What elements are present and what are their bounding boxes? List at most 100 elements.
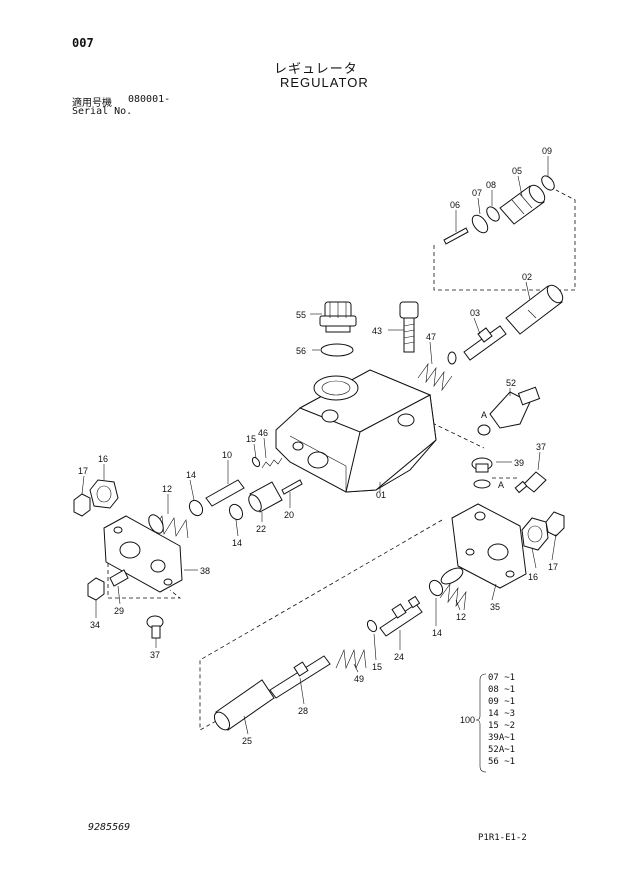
kit-item: 07 ~1 xyxy=(488,673,515,683)
kit-bracket xyxy=(475,673,487,773)
callout-22: 22 xyxy=(256,524,266,534)
callout-15-left: 15 xyxy=(246,434,256,444)
callout-labels: 09 05 08 07 06 02 03 55 43 47 56 52 A 37… xyxy=(78,146,558,746)
callout-17-left: 17 xyxy=(78,466,88,476)
ring-part-08 xyxy=(486,206,500,222)
pin-part-20 xyxy=(281,479,303,495)
callout-28: 28 xyxy=(298,706,308,716)
title-japanese: レギュレータ xyxy=(274,62,358,77)
callout-24: 24 xyxy=(394,652,404,662)
o-ring-part-14-mid xyxy=(228,503,244,521)
callout-29: 29 xyxy=(114,606,124,616)
callout-09: 09 xyxy=(542,146,552,156)
serial-label-japanese: 適用号機 xyxy=(72,98,112,109)
spool-part-24 xyxy=(379,595,423,637)
plug-part-55 xyxy=(319,301,357,333)
callout-03: 03 xyxy=(470,308,480,318)
spring-part-12-right xyxy=(439,567,467,611)
spring-part-49 xyxy=(335,648,367,670)
cap-part-17-right xyxy=(545,511,565,537)
title-english: REGULATOR xyxy=(280,75,369,90)
callout-38: 38 xyxy=(200,566,210,576)
bolt-part-37-right xyxy=(514,471,547,494)
callout-35: 35 xyxy=(490,602,500,612)
spool-part-03 xyxy=(463,325,507,361)
page-number: 007 xyxy=(72,36,94,50)
assembly-guide-lines xyxy=(107,189,576,731)
callout-14-lower: 14 xyxy=(232,538,242,548)
callout-A-upper: A xyxy=(481,410,487,420)
kit-item: 39A~1 xyxy=(488,733,515,743)
callout-25: 25 xyxy=(242,736,252,746)
piston-part-05 xyxy=(499,184,546,225)
serial-value: 080001- xyxy=(128,94,171,105)
callout-14-right: 14 xyxy=(432,628,442,638)
sleeve-part-02 xyxy=(505,284,564,335)
spool-part-10 xyxy=(205,479,245,507)
callout-12-left: 12 xyxy=(162,484,172,494)
callout-34: 34 xyxy=(90,620,100,630)
kit-list: 100 07 ~1 08 ~1 09 ~1 14 ~3 15 ~2 39A~1 … xyxy=(460,673,515,767)
callout-10: 10 xyxy=(222,450,232,460)
callout-A-lower: A xyxy=(498,480,504,490)
callout-01: 01 xyxy=(376,490,386,500)
callout-49: 49 xyxy=(354,674,364,684)
cover-part-38 xyxy=(103,515,183,593)
callout-55: 55 xyxy=(296,310,306,320)
callout-17-right: 17 xyxy=(548,562,558,572)
callout-37-right: 37 xyxy=(536,442,546,452)
sensor-part-52 xyxy=(477,386,541,436)
ring-part-15-bottom xyxy=(366,619,378,633)
screw-part-46 xyxy=(261,457,283,469)
callout-08: 08 xyxy=(486,180,496,190)
o-ring-part-56 xyxy=(320,343,354,357)
o-ring-part-07 xyxy=(471,214,489,234)
piston-part-22 xyxy=(248,481,283,513)
callout-37-left: 37 xyxy=(150,650,160,660)
bolt-part-43 xyxy=(399,301,419,353)
spring-part-47 xyxy=(417,351,457,392)
screw-part-29 xyxy=(109,569,129,587)
spool-part-28 xyxy=(269,655,331,699)
spring-part-12-left xyxy=(148,514,189,539)
sleeve-part-25 xyxy=(213,679,275,731)
serial-label-english: Serial No. xyxy=(72,106,133,117)
callout-14-upper: 14 xyxy=(186,470,196,480)
cover-part-35 xyxy=(451,503,527,589)
pin-part-06 xyxy=(443,227,469,245)
o-ring-part-39a xyxy=(473,479,491,489)
kit-item: 14 ~3 xyxy=(488,709,515,719)
callout-43: 43 xyxy=(372,326,382,336)
callout-15-bottom: 15 xyxy=(372,662,382,672)
regulator-body-part-01 xyxy=(275,369,437,493)
callout-02: 02 xyxy=(522,272,532,282)
kit-item: 56 ~1 xyxy=(488,757,515,767)
callout-16-left: 16 xyxy=(98,454,108,464)
callout-56: 56 xyxy=(296,346,306,356)
callout-46: 46 xyxy=(258,428,268,438)
kit-item: 09 ~1 xyxy=(488,697,515,707)
page-code: P1R1-E1-2 xyxy=(478,833,527,843)
cap-part-17-left xyxy=(73,493,91,517)
nut-part-16-right xyxy=(521,517,549,551)
kit-item: 15 ~2 xyxy=(488,721,515,731)
callout-16-right: 16 xyxy=(528,572,538,582)
callout-20: 20 xyxy=(284,510,294,520)
leader-lines xyxy=(81,156,557,735)
callout-39: 39 xyxy=(514,458,524,468)
nut-part-34 xyxy=(87,577,105,601)
bolt-part-37-left xyxy=(146,615,164,639)
document-number: 9285569 xyxy=(88,822,131,833)
plug-part-39 xyxy=(471,457,493,473)
callout-12-right: 12 xyxy=(456,612,466,622)
kit-number: 100 xyxy=(460,715,475,725)
callout-52: 52 xyxy=(506,378,516,388)
callout-06: 06 xyxy=(450,200,460,210)
kit-item: 52A~1 xyxy=(488,745,515,755)
kit-item: 08 ~1 xyxy=(488,685,515,695)
callout-05: 05 xyxy=(512,166,522,176)
ring-part-15-left xyxy=(251,456,261,468)
nut-part-16-left xyxy=(89,479,119,509)
o-ring-part-14-right xyxy=(428,579,444,597)
